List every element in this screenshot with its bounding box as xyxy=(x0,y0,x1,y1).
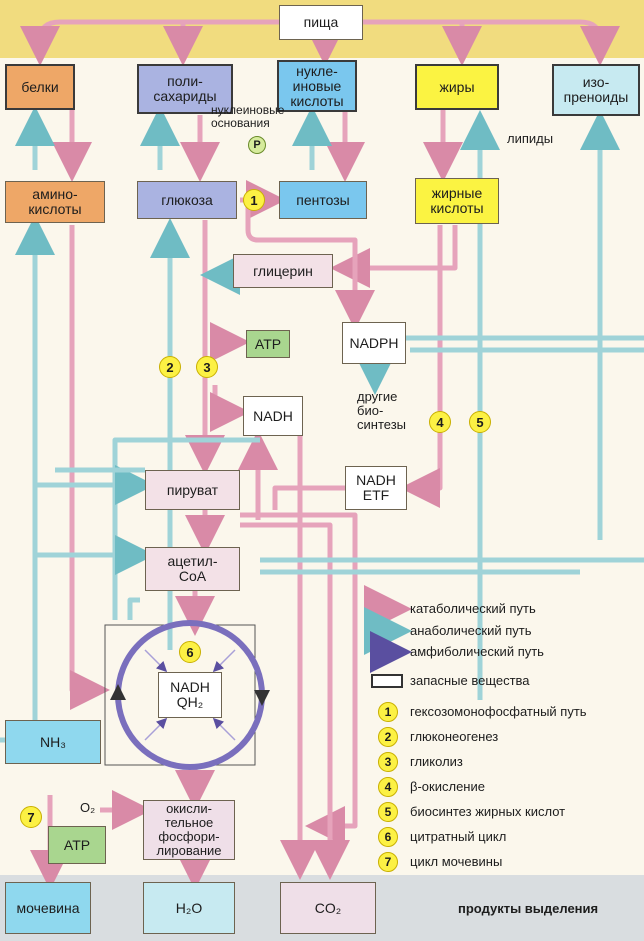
marker-3: 3 xyxy=(196,356,218,378)
box-atp-bottom: ATP xyxy=(48,826,106,864)
food-distribution-arrows xyxy=(20,19,620,66)
marker-2: 2 xyxy=(159,356,181,378)
box-fats: жиры xyxy=(415,64,499,110)
box-isoprenoids: изо- преноиды xyxy=(552,64,640,116)
box-atp-top: ATP xyxy=(246,330,290,358)
box-water: H₂O xyxy=(143,882,235,934)
label-lipids: липиды xyxy=(507,131,554,146)
legend-catabolic: катаболический путь xyxy=(410,601,536,616)
box-nadh-qh2: NADH QH₂ xyxy=(158,672,222,718)
citrate-cycle-ring xyxy=(104,620,270,770)
legend-pathway-2: глюконеогенез xyxy=(410,729,499,744)
box-nh3: NH₃ xyxy=(5,720,101,764)
legend-pathway-1: гексозомонофосфатный путь xyxy=(410,704,587,719)
marker-6: 6 xyxy=(179,641,201,663)
label-nucleobases: нуклеиновые основания xyxy=(211,103,285,130)
label-other-biosyntheses: другие био- синтезы xyxy=(357,389,406,432)
legend-marker-3: 3 xyxy=(378,752,398,772)
box-co2: CO₂ xyxy=(280,882,376,934)
phosphate-badge: P xyxy=(248,136,266,154)
legend-pathway-7: цикл мочевины xyxy=(410,854,503,869)
marker-1: 1 xyxy=(243,189,265,211)
legend-pathway-5: биосинтез жирных кислот xyxy=(410,804,566,819)
box-amino-acids: амино- кислоты xyxy=(5,181,105,223)
label-excretion-products: продукты выделения xyxy=(458,901,599,916)
marker-4: 4 xyxy=(429,411,451,433)
legend-pathway-3: гликолиз xyxy=(410,754,463,769)
legend-pathway-6: цитратный цикл xyxy=(410,829,507,844)
marker-7: 7 xyxy=(20,806,42,828)
box-urea: мочевина xyxy=(5,882,91,934)
legend-pathway-4: β-окисление xyxy=(410,779,485,794)
box-glycerol: глицерин xyxy=(233,254,333,288)
marker-5: 5 xyxy=(469,411,491,433)
label-o2: O₂ xyxy=(80,800,96,815)
box-nucleic-acids: нукле- иновые кислоты xyxy=(277,60,357,112)
legend-storage: запасные вещества xyxy=(410,673,530,688)
box-acetyl-coa: ацетил- CoA xyxy=(145,547,240,591)
box-glucose: глюкоза xyxy=(137,181,237,219)
legend-anabolic: анаболический путь xyxy=(410,623,532,638)
legend-marker-1: 1 xyxy=(378,702,398,722)
box-nadh: NADH xyxy=(243,396,303,436)
box-proteins: белки xyxy=(5,64,75,110)
legend-swatches xyxy=(364,585,412,688)
box-pentoses: пентозы xyxy=(279,181,367,219)
legend-amphibolic: амфиболический путь xyxy=(410,644,544,659)
box-fatty-acids: жирные кислоты xyxy=(415,178,499,224)
legend-marker-7: 7 xyxy=(378,852,398,872)
box-oxidative-phosphorylation: окисли- тельное фосфори- лирование xyxy=(143,800,235,860)
box-polysaccharides: поли- сахариды xyxy=(137,64,233,114)
box-nadh-etf: NADH ETF xyxy=(345,466,407,510)
legend-marker-2: 2 xyxy=(378,727,398,747)
box-food: пища xyxy=(279,5,363,40)
box-nadph: NADPH xyxy=(342,322,406,364)
legend-marker-5: 5 xyxy=(378,802,398,822)
box-pyruvate: пируват xyxy=(145,470,240,510)
legend-marker-4: 4 xyxy=(378,777,398,797)
legend-marker-6: 6 xyxy=(378,827,398,847)
catabolic-arrows xyxy=(30,110,463,890)
